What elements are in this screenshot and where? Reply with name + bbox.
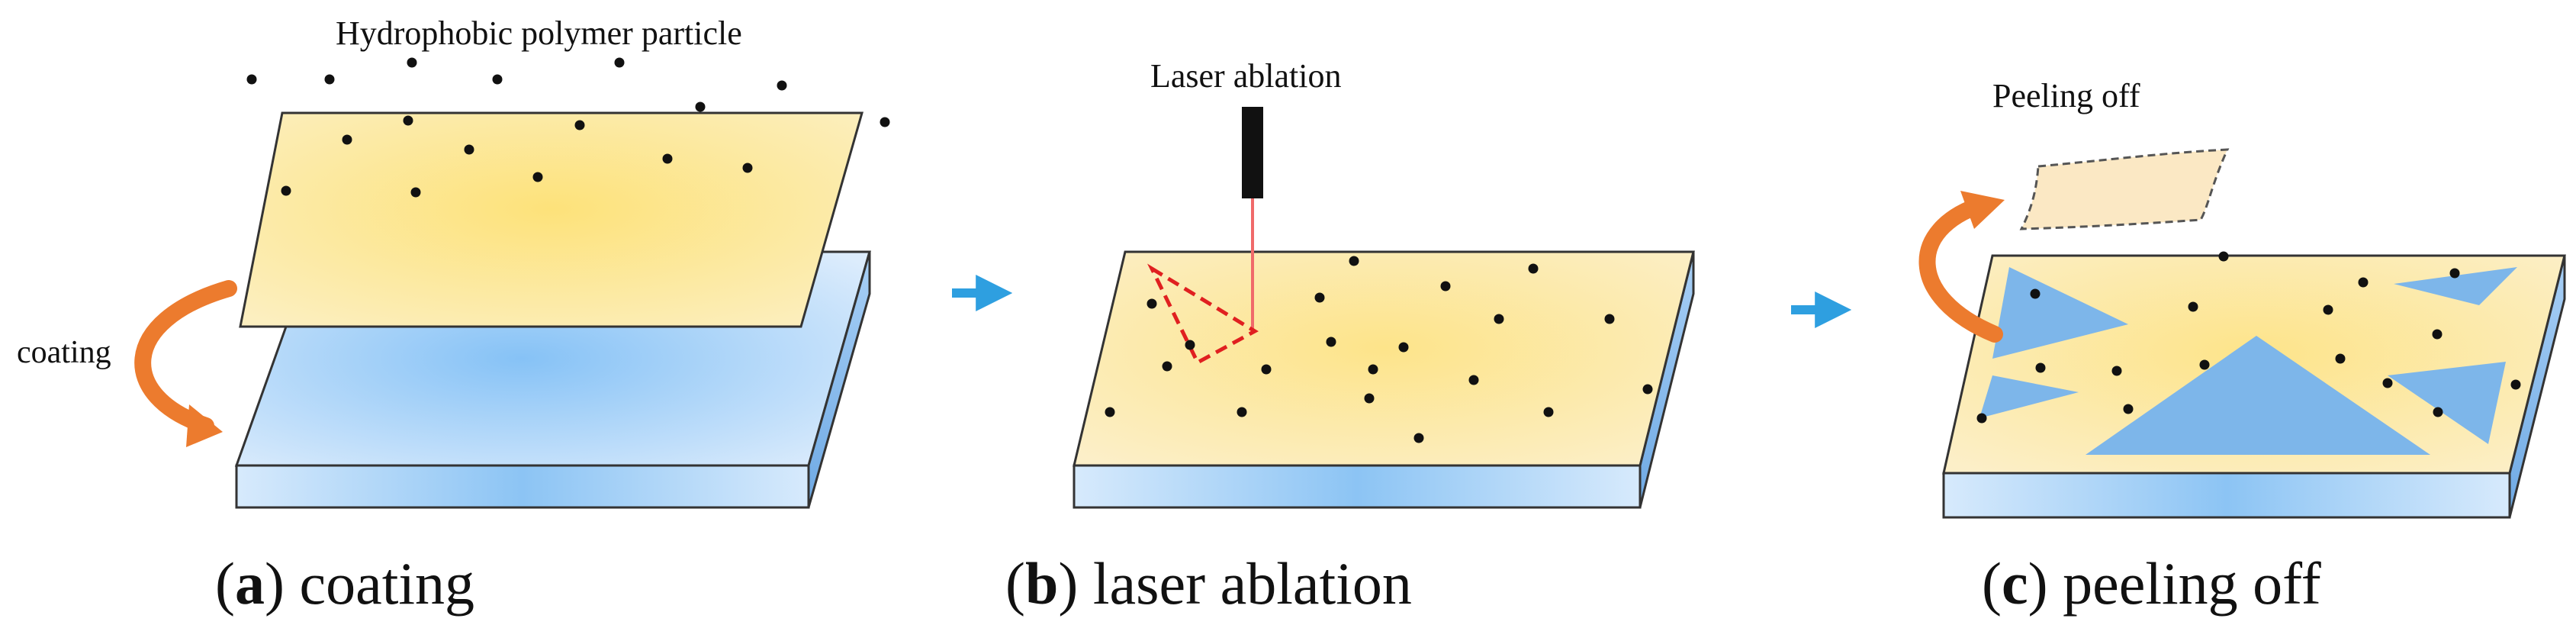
polymer-film-a xyxy=(239,111,863,328)
caption-c: (c) peeling off xyxy=(1982,550,2321,617)
peel-arrow-icon xyxy=(1918,191,2005,343)
ablation-region-outline xyxy=(1147,263,1259,366)
substrate-front-b xyxy=(1073,464,1642,509)
panel-b: Laser ablation xyxy=(1073,57,1695,509)
substrate-front-a xyxy=(235,464,810,509)
laser-head-icon xyxy=(1242,107,1263,198)
peeled-fragment xyxy=(2019,148,2230,230)
panel-a: coating Hydrophobic polymer particle xyxy=(17,14,890,509)
particle-label: Hydrophobic polymer particle xyxy=(336,14,742,52)
laser-label: Laser ablation xyxy=(1150,57,1341,95)
particles-c xyxy=(1976,251,2521,424)
polymer-film-b xyxy=(1073,250,1695,467)
particles-a xyxy=(246,57,890,198)
coating-label: coating xyxy=(17,335,111,370)
caption-b: (b) laser ablation xyxy=(1005,550,1412,617)
substrate-front-c xyxy=(1942,472,2511,519)
caption-a: (a) coating xyxy=(215,550,475,617)
particles-b xyxy=(1105,256,1653,443)
ablated-regions xyxy=(1979,267,2517,455)
substrate-side-a xyxy=(807,251,871,508)
coating-arrow-icon xyxy=(134,280,237,447)
peeling-label: Peeling off xyxy=(1992,77,2140,114)
panel-c: Peeling off xyxy=(1918,77,2566,519)
